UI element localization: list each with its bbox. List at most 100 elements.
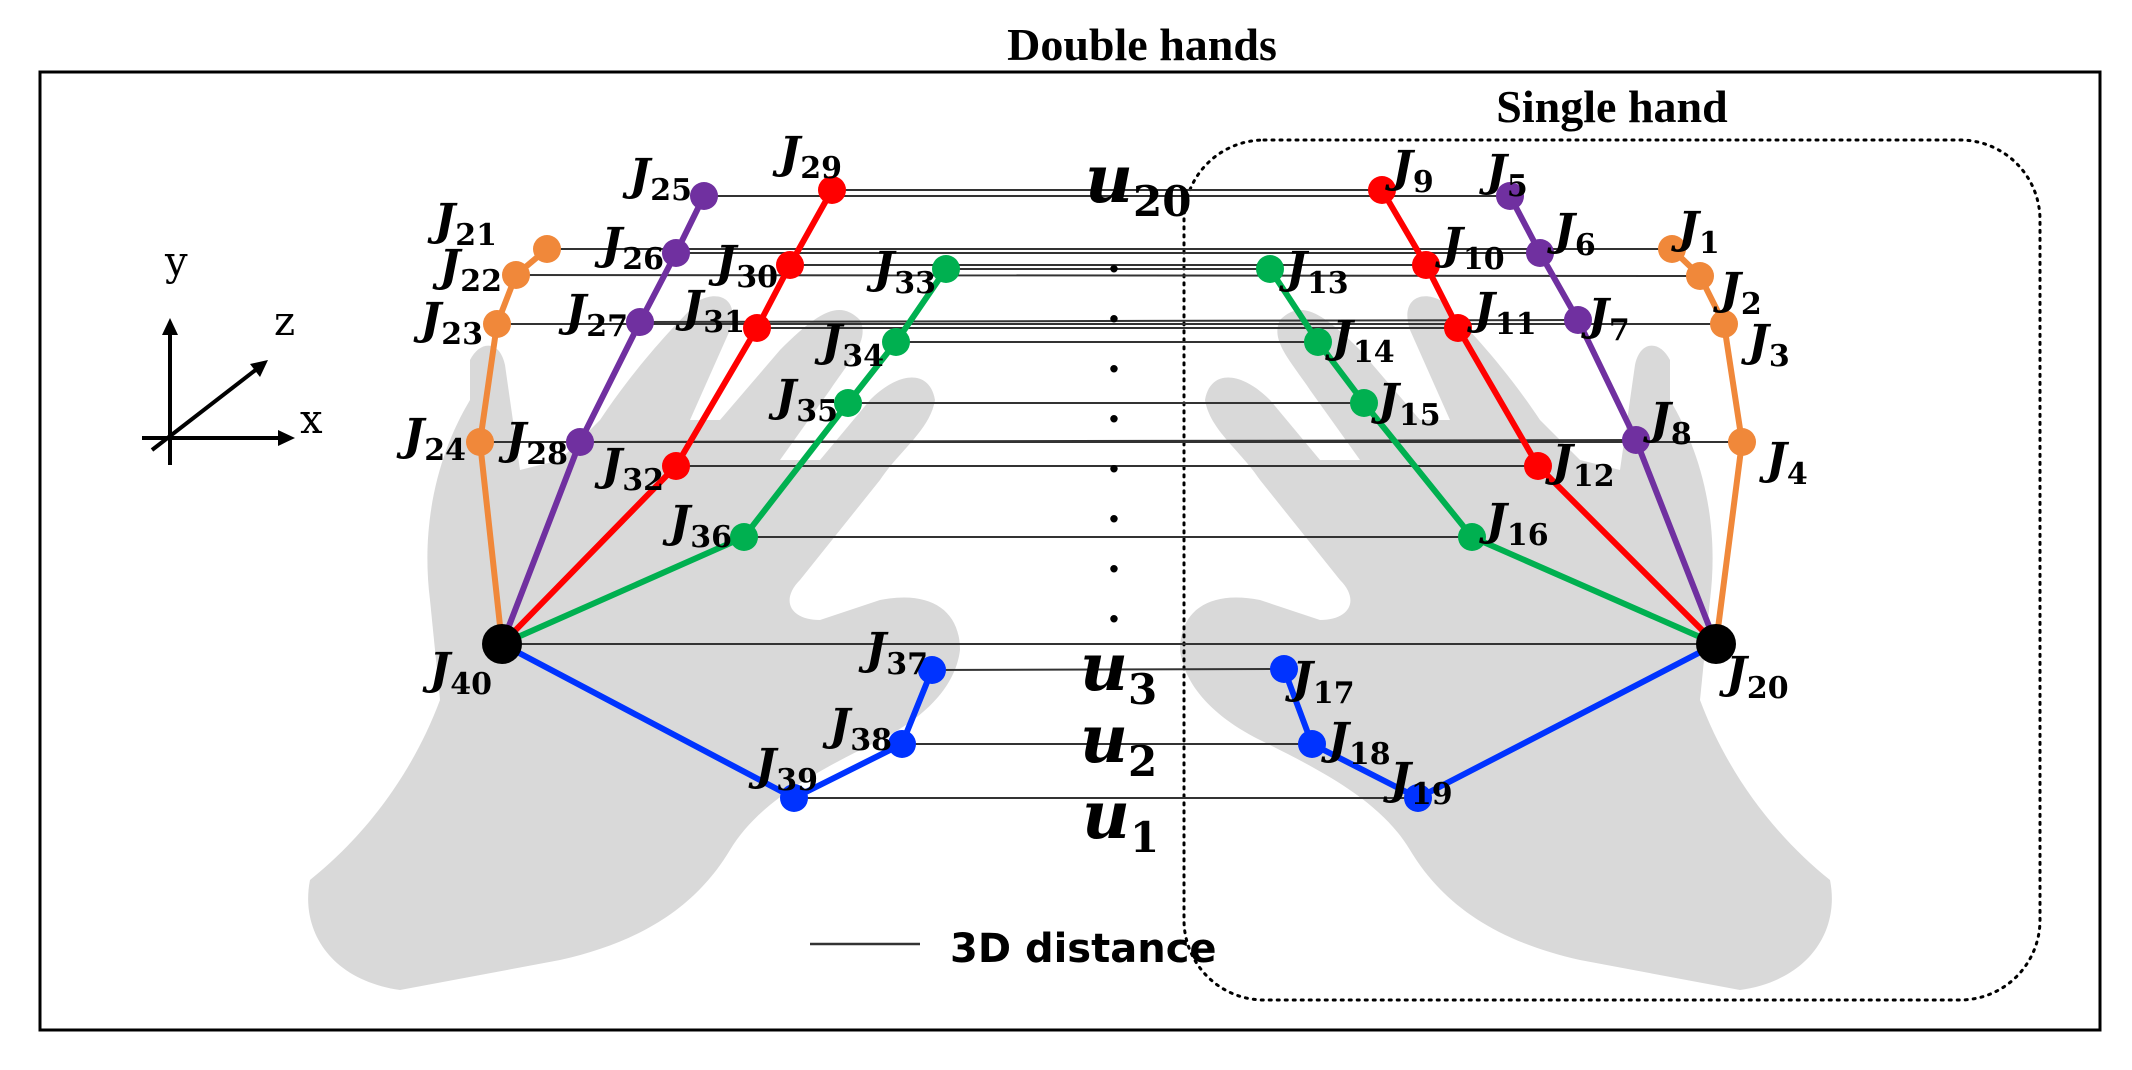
- distance-line-u8: [579, 439, 1637, 443]
- axis-z-line: [150, 363, 264, 452]
- bone-J14-J13: [1267, 266, 1321, 345]
- joint-j34: [882, 328, 910, 356]
- joint-label-j26: J26: [594, 219, 664, 277]
- joint-j40: [482, 624, 522, 664]
- distance-label-u3: u3: [1080, 628, 1157, 714]
- joint-label-j5: J5: [1479, 146, 1528, 204]
- legend-label: 3D distance: [950, 926, 1217, 972]
- bone-J40-J39: [499, 641, 797, 801]
- outer-frame: [38, 70, 2102, 1032]
- joint-j2: [1686, 262, 1714, 290]
- joint-j6: [1526, 239, 1554, 267]
- axis-x-arrowhead: [278, 430, 295, 446]
- joint-label-j23: J23: [413, 294, 483, 352]
- bone-J40-J36: [499, 534, 747, 647]
- title-single-hand: Single hand: [1496, 81, 1728, 132]
- joint-j38: [888, 730, 916, 758]
- joint-label-j29: J29: [772, 128, 842, 186]
- bone-J36-J35: [741, 400, 851, 540]
- joint-label-j8: J8: [1643, 394, 1692, 452]
- joint-j4: [1728, 428, 1756, 456]
- bone-J28-J27: [577, 319, 643, 445]
- bone-J8-J7: [1575, 317, 1639, 443]
- axis-z-arrowhead: [250, 360, 268, 377]
- joint-j11: [1444, 314, 1472, 342]
- bone-segments: [477, 187, 1745, 801]
- joint-label-j11: J11: [1467, 284, 1537, 342]
- joint-j17: [1270, 655, 1298, 683]
- ellipsis-dot: .: [1107, 335, 1121, 382]
- bone-J20-J16: [1469, 534, 1719, 647]
- joint-j32: [662, 452, 690, 480]
- bone-J34-J33: [893, 266, 949, 345]
- bone-J12-J11: [1455, 325, 1541, 469]
- axis-y-label: y: [164, 239, 188, 285]
- joint-j5: [1496, 182, 1524, 210]
- joint-label-j6: J6: [1547, 205, 1596, 263]
- joint-j24: [466, 428, 494, 456]
- bone-J19-J18: [1309, 741, 1421, 801]
- joint-label-j28: J28: [498, 414, 568, 472]
- joint-label-j9: J9: [1385, 142, 1434, 200]
- joint-j20: [1696, 624, 1736, 664]
- bone-J20-J19: [1415, 641, 1719, 801]
- joint-j26: [662, 239, 690, 267]
- joint-j29: [818, 176, 846, 204]
- joint-j9: [1368, 176, 1396, 204]
- joint-label-j4: J4: [1759, 434, 1808, 492]
- joint-j15: [1350, 389, 1378, 417]
- joint-points: [466, 176, 1756, 812]
- distance-label-u1: u1: [1082, 776, 1159, 862]
- joint-label-j3: J3: [1741, 316, 1790, 374]
- ellipsis-dot: .: [1107, 385, 1121, 432]
- axis-x-label: x: [300, 397, 323, 443]
- joint-j13: [1256, 255, 1284, 283]
- bone-J32-J31: [673, 325, 760, 469]
- joint-j12: [1524, 452, 1552, 480]
- bone-J40-J28: [499, 439, 583, 647]
- joint-label-j12: J12: [1545, 436, 1615, 494]
- bone-J20-J12: [1535, 463, 1719, 647]
- bone-J4-J3: [1721, 321, 1745, 445]
- bone-J40-J32: [499, 463, 679, 647]
- joint-label-j20: J20: [1719, 648, 1789, 706]
- joint-label-j33: J33: [866, 243, 936, 301]
- ellipsis-dot: .: [1107, 585, 1121, 632]
- bone-J16-J15: [1361, 400, 1475, 540]
- ellipsis-dots: ........: [1107, 235, 1121, 632]
- axis-y-arrowhead: [162, 318, 178, 335]
- joint-j25: [690, 182, 718, 210]
- joint-label-j14: J14: [1325, 312, 1395, 370]
- bone-J10-J9: [1379, 187, 1429, 268]
- joint-label-j1: J1: [1671, 203, 1720, 261]
- joint-j8: [1622, 426, 1650, 454]
- legend: 3D distance: [810, 926, 1217, 972]
- distance-label-u2: u2: [1080, 700, 1157, 786]
- ellipsis-dot: .: [1107, 485, 1121, 532]
- bone-J24-J23: [477, 321, 500, 445]
- joint-label-j13: J13: [1279, 243, 1349, 301]
- joint-label-j24: J24: [396, 410, 466, 468]
- ellipsis-dot: .: [1107, 535, 1121, 582]
- joint-j10: [1412, 251, 1440, 279]
- joint-j16: [1458, 523, 1486, 551]
- distance-label-u20: u20: [1085, 140, 1191, 226]
- bone-J30-J29: [787, 187, 835, 268]
- ellipsis-dot: .: [1107, 435, 1121, 482]
- bone-J20-J4: [1713, 439, 1745, 647]
- bone-J40-J24: [477, 439, 505, 647]
- joint-j21: [533, 235, 561, 263]
- joint-label-j7: J7: [1581, 290, 1630, 348]
- joint-j31: [743, 314, 771, 342]
- ellipsis-dot: .: [1107, 235, 1121, 282]
- joint-j37: [918, 656, 946, 684]
- axis-z-label: z: [274, 299, 295, 345]
- joint-j28: [566, 428, 594, 456]
- joint-label-j25: J25: [622, 150, 692, 208]
- joint-j33: [932, 255, 960, 283]
- joint-label-j15: J15: [1371, 375, 1441, 433]
- joint-j35: [834, 389, 862, 417]
- distance-line-u17: [931, 668, 1285, 671]
